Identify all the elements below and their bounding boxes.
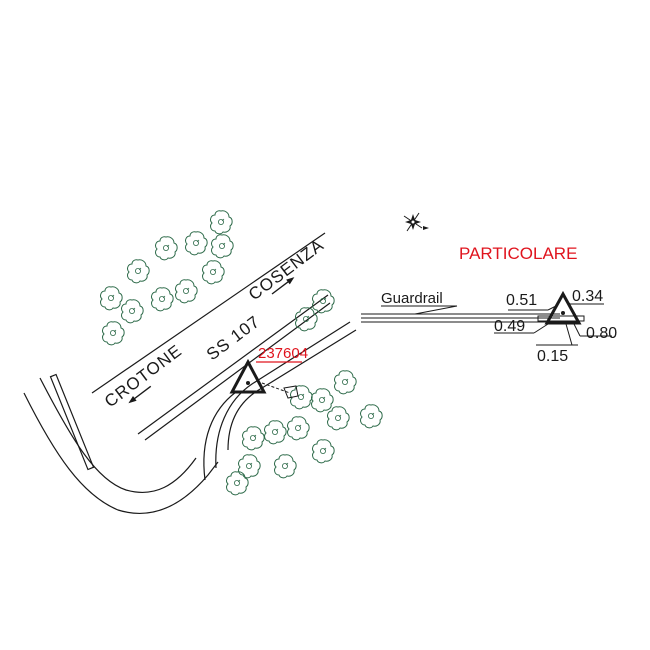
tree-icon [121, 299, 144, 324]
tree-icon [311, 388, 334, 413]
survey-triangle-icon [229, 358, 299, 399]
tree-icon [175, 279, 198, 304]
guardrail-lines [361, 305, 585, 323]
direction-crotone-label: CROTONE [101, 341, 186, 411]
tree-icon [274, 454, 297, 479]
tree-icon [242, 426, 265, 451]
dimension-label: 0.80 [586, 325, 617, 342]
arrow-right-icon [271, 277, 295, 295]
dimension-leaders [494, 299, 612, 346]
dimension-label: 0.51 [506, 292, 537, 309]
compass-rose-icon [403, 212, 429, 232]
road-edge-lower [137, 294, 329, 435]
dimension-label: 0.15 [537, 348, 568, 365]
detail-survey-triangle-icon [544, 290, 582, 325]
road-edge-lower-2 [144, 302, 331, 441]
detail-title: PARTICOLARE [459, 244, 577, 263]
tree-icon [238, 454, 261, 479]
tree-icon [210, 210, 233, 235]
tree-icon [312, 439, 335, 464]
road-lines [23, 232, 357, 514]
tree-icon [127, 259, 150, 284]
dimension-label: 0.34 [572, 288, 603, 305]
road-shoulder [203, 391, 237, 481]
guardrail-label: Guardrail [381, 290, 443, 307]
tree-icon [151, 287, 174, 312]
tree-group-left [100, 210, 234, 346]
tree-icon [287, 416, 310, 441]
tree-icon [334, 370, 357, 395]
tree-icon [211, 234, 234, 259]
road-lane-edge-2 [215, 321, 351, 469]
dimension-label: 0.49 [494, 318, 525, 335]
tree-icon [102, 321, 125, 346]
tree-icon [360, 404, 383, 429]
tree-icon [202, 260, 225, 285]
tree-icon [312, 289, 335, 314]
point-id-label: 237604 [258, 345, 308, 362]
road-name-label: SS 107 [203, 312, 264, 364]
road-edge-upper [91, 232, 326, 394]
road-outer-edge [23, 392, 219, 514]
tree-icon [155, 236, 178, 261]
arrow-left-icon [128, 385, 152, 404]
tree-icon [100, 286, 123, 311]
road-inner-curve [39, 377, 197, 494]
tree-icon [327, 406, 350, 431]
tree-icon [226, 471, 249, 496]
curb-block [49, 373, 95, 471]
tree-icon [264, 420, 287, 445]
tree-icon [185, 231, 208, 256]
